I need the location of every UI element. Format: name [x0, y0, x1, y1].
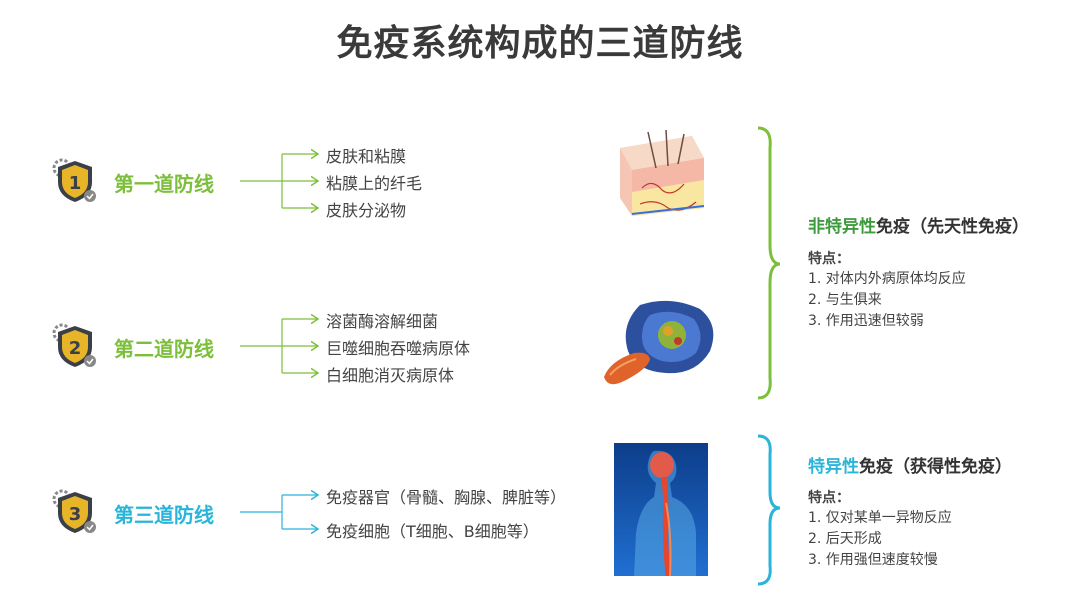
line2-item: 溶菌酶溶解细菌: [326, 312, 439, 331]
adaptive-immunity-title: 特异性免疫（获得性免疫）: [808, 452, 1012, 477]
adaptive-traits-heading: 特点：: [808, 490, 850, 506]
line2-connector: [240, 319, 318, 373]
badge-number-3: 3: [69, 504, 82, 525]
line1-connector: [240, 154, 318, 208]
line3-connector: [240, 495, 318, 529]
badge-number-2: 2: [69, 338, 82, 359]
line3-item: 免疫器官（骨髓、胸腺、脾脏等）: [326, 488, 567, 507]
line3-label: 第三道防线: [114, 503, 214, 527]
brace-innate: [757, 126, 781, 400]
adaptive-title-rest: 免疫（获得性免疫）: [859, 457, 1012, 477]
line2-label: 第二道防线: [114, 337, 214, 361]
innate-trait: 3. 作用迅速但较弱: [808, 313, 924, 329]
line1-label: 第一道防线: [114, 172, 214, 196]
line3-item: 免疫细胞（T细胞、B细胞等）: [326, 522, 539, 541]
page-title: 免疫系统构成的三道防线: [336, 23, 744, 64]
adaptive-title-highlight: 特异性: [808, 457, 859, 477]
shield-badge-2: 2: [52, 323, 96, 367]
innate-trait: 1. 对体内外病原体均反应: [808, 271, 966, 287]
innate-immunity-title: 非特异性免疫（先天性免疫）: [808, 212, 1029, 237]
line1-item: 皮肤分泌物: [326, 201, 407, 220]
badge-number-1: 1: [69, 173, 82, 194]
innate-trait: 2. 与生俱来: [808, 292, 882, 308]
brace-adaptive: [757, 434, 781, 586]
shield-badge-1: 1: [52, 158, 96, 202]
human-body-icon: [614, 443, 708, 576]
line2-item: 白细胞消灭病原体: [326, 366, 455, 385]
macrophage-icon: [604, 300, 714, 385]
shield-badge-3: 3: [52, 489, 96, 533]
line2-item: 巨噬细胞吞噬病原体: [326, 339, 471, 358]
adaptive-trait: 2. 后天形成: [808, 531, 882, 547]
skin-icon: [620, 129, 705, 216]
innate-title-rest: 免疫（先天性免疫）: [876, 217, 1029, 237]
adaptive-trait: 3. 作用强但速度较慢: [808, 552, 938, 568]
innate-traits-heading: 特点：: [808, 251, 850, 267]
line1-item: 皮肤和粘膜: [326, 147, 407, 166]
adaptive-trait: 1. 仅对某单一异物反应: [808, 510, 952, 526]
innate-title-highlight: 非特异性: [808, 217, 876, 237]
line1-item: 粘膜上的纤毛: [326, 174, 423, 193]
